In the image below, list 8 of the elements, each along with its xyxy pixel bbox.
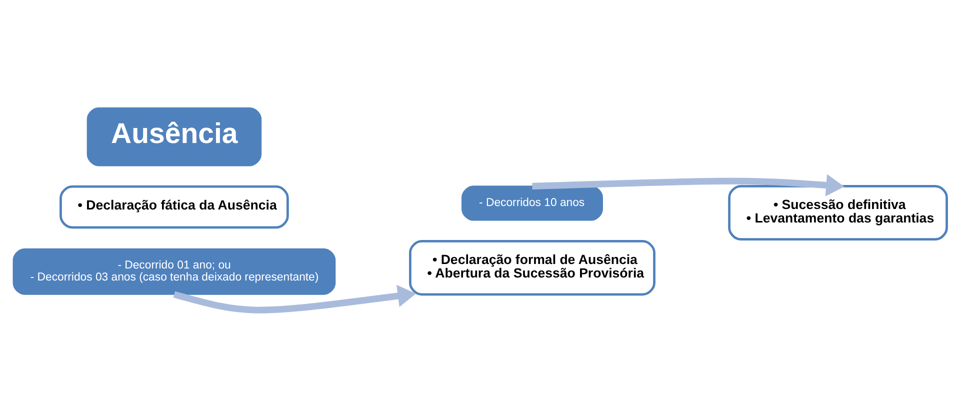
- node-box: • Declaração fática da Ausência: [60, 184, 289, 228]
- node-box: Ausência: [86, 106, 262, 166]
- node-box: - Decorrido 01 ano; ou - Decorridos 03 anos (caso tenha deixado representante): [12, 248, 336, 294]
- arrow: [173, 284, 416, 313]
- node-box: • Sucessão definitiva • Levantamento das garantias: [728, 184, 948, 240]
- node-box: - Decorridos 10 anos: [461, 185, 603, 220]
- arrow: [532, 174, 844, 196]
- node-box: • Declaração formal de Ausência • Abertura da Sucessão Provisória: [409, 240, 656, 296]
